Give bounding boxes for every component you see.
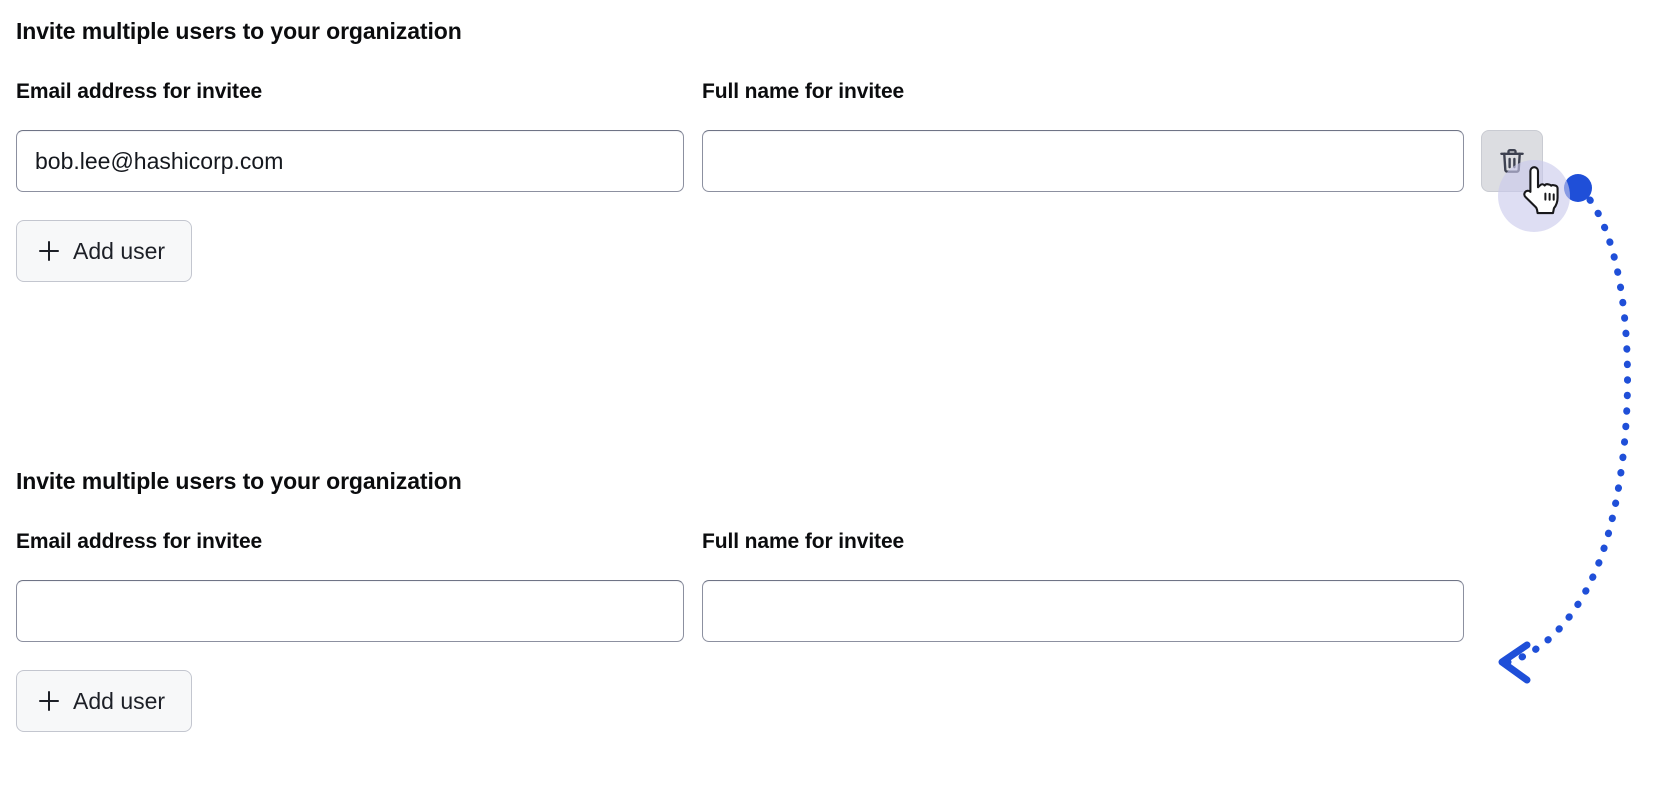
plus-icon-2 — [39, 691, 59, 711]
add-user-button-label-2: Add user — [73, 687, 166, 714]
annotation-start-dot — [1564, 174, 1592, 202]
email-input-2[interactable] — [16, 580, 684, 642]
add-user-button-label: Add user — [73, 237, 166, 264]
add-user-button-2[interactable]: Add user — [16, 670, 193, 732]
fullname-field-label: Full name for invitee — [702, 80, 905, 103]
fullname-field-label-2: Full name for invitee — [702, 530, 905, 553]
fullname-input-2[interactable] — [702, 580, 1464, 642]
fullname-input[interactable] — [702, 130, 1464, 192]
trash-icon — [1497, 146, 1527, 176]
email-input[interactable] — [16, 130, 684, 192]
annotation-arrowhead-icon — [1498, 641, 1531, 684]
delete-row-button[interactable] — [1481, 130, 1543, 192]
add-user-button[interactable]: Add user — [16, 220, 193, 282]
page-title: Invite multiple users to your organizati… — [16, 18, 462, 44]
page-title-duplicate: Invite multiple users to your organizati… — [16, 468, 462, 494]
plus-icon — [39, 241, 59, 261]
email-field-label: Email address for invitee — [16, 80, 263, 103]
annotation-dotted-path — [1504, 196, 1631, 666]
email-field-label-2: Email address for invitee — [16, 530, 263, 553]
